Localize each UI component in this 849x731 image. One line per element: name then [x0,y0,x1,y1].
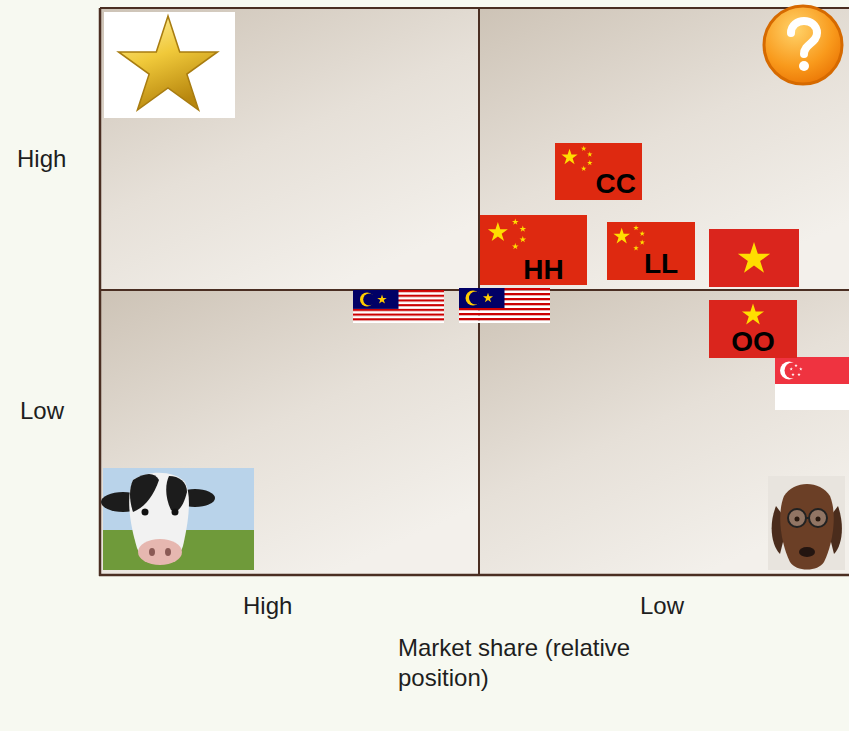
dog-eye [816,517,821,522]
flag-field [607,222,695,280]
flag-star [587,160,592,165]
flag-star [519,236,526,242]
flag-star [519,226,526,232]
flag-crescent-cut [363,294,375,306]
cow-eye [172,509,179,516]
dog-eye [795,517,800,522]
flag-star [799,367,802,370]
dog-picture [768,476,845,570]
glasses-lens [788,509,806,527]
flag-stripes [353,290,444,323]
quadrant-dog [479,290,849,575]
flag-node: CC [555,143,642,200]
flag-star [742,303,764,324]
gold-star [119,16,218,110]
axis-value: High [17,144,66,174]
question-mark [791,21,817,71]
flag-star [633,245,639,250]
flag-star [613,228,630,244]
malaysia-flag [353,290,444,323]
axis-line [99,574,849,577]
flag-star [483,293,493,303]
quadrant-cow [100,290,479,575]
flag-canton [353,290,399,309]
flag-star [639,231,645,236]
flag-node: HH [480,215,587,285]
flag-white-half [775,384,849,410]
singapore-flag [775,357,849,410]
cow-nostril [165,548,171,556]
cow-nostril [149,548,155,556]
glasses-bridge [806,517,809,519]
flag-crescent-cut [785,363,801,379]
sky [103,468,254,570]
flag-star [581,166,586,171]
quadrant-star [100,8,479,290]
question-hook [791,21,817,54]
flag-star [512,243,519,249]
quadrants [99,8,849,576]
flag-red-half [775,357,849,384]
flag-star [561,149,577,164]
flag-star [791,373,794,376]
cow-patch [130,474,159,512]
glasses-lens [809,509,827,527]
question-icon [764,6,842,84]
flag-star [512,219,519,225]
flag-canton [459,288,505,308]
axis-value: Low [640,591,684,621]
flag-star [488,222,508,241]
flag-star [633,225,639,230]
axis-title: Market share (relative position) [398,633,660,693]
flag-field [709,229,799,287]
vietnam-flag [709,229,799,287]
flag-label: LL [644,250,678,278]
flag-star [377,295,387,304]
malaysia-flag [459,288,550,323]
flag-field [709,300,797,358]
flag-label: OO [731,328,775,356]
cow-eye [142,509,149,516]
flag-star [797,373,800,376]
cow-patch [166,476,187,511]
flag-star [789,367,792,370]
flag-field [480,215,587,285]
dog-head [780,484,834,570]
cow-picture [101,468,254,570]
flag-crescent-cut [469,292,482,305]
flag-node: LL [607,222,695,280]
flag-label: HH [523,256,563,284]
flag-star [581,146,586,151]
axis-value: Low [20,396,64,426]
icon-circle [764,6,842,84]
photo-ground [768,476,845,570]
axis-line [99,8,102,576]
flag-star [639,239,645,244]
dog-nose [799,547,815,557]
grid-line [100,7,849,9]
star-icon [104,12,235,118]
flag-field [555,143,642,200]
cow-muzzle [138,539,182,565]
flag-star [587,152,592,157]
flag-star [794,364,797,367]
flag-star [738,242,770,273]
question-dot [799,61,809,71]
flag-label: CC [596,170,636,198]
axis-value: High [243,591,292,621]
flag-node: OO [709,300,797,358]
flag-stripes [459,288,550,323]
icon-ground [104,12,235,118]
